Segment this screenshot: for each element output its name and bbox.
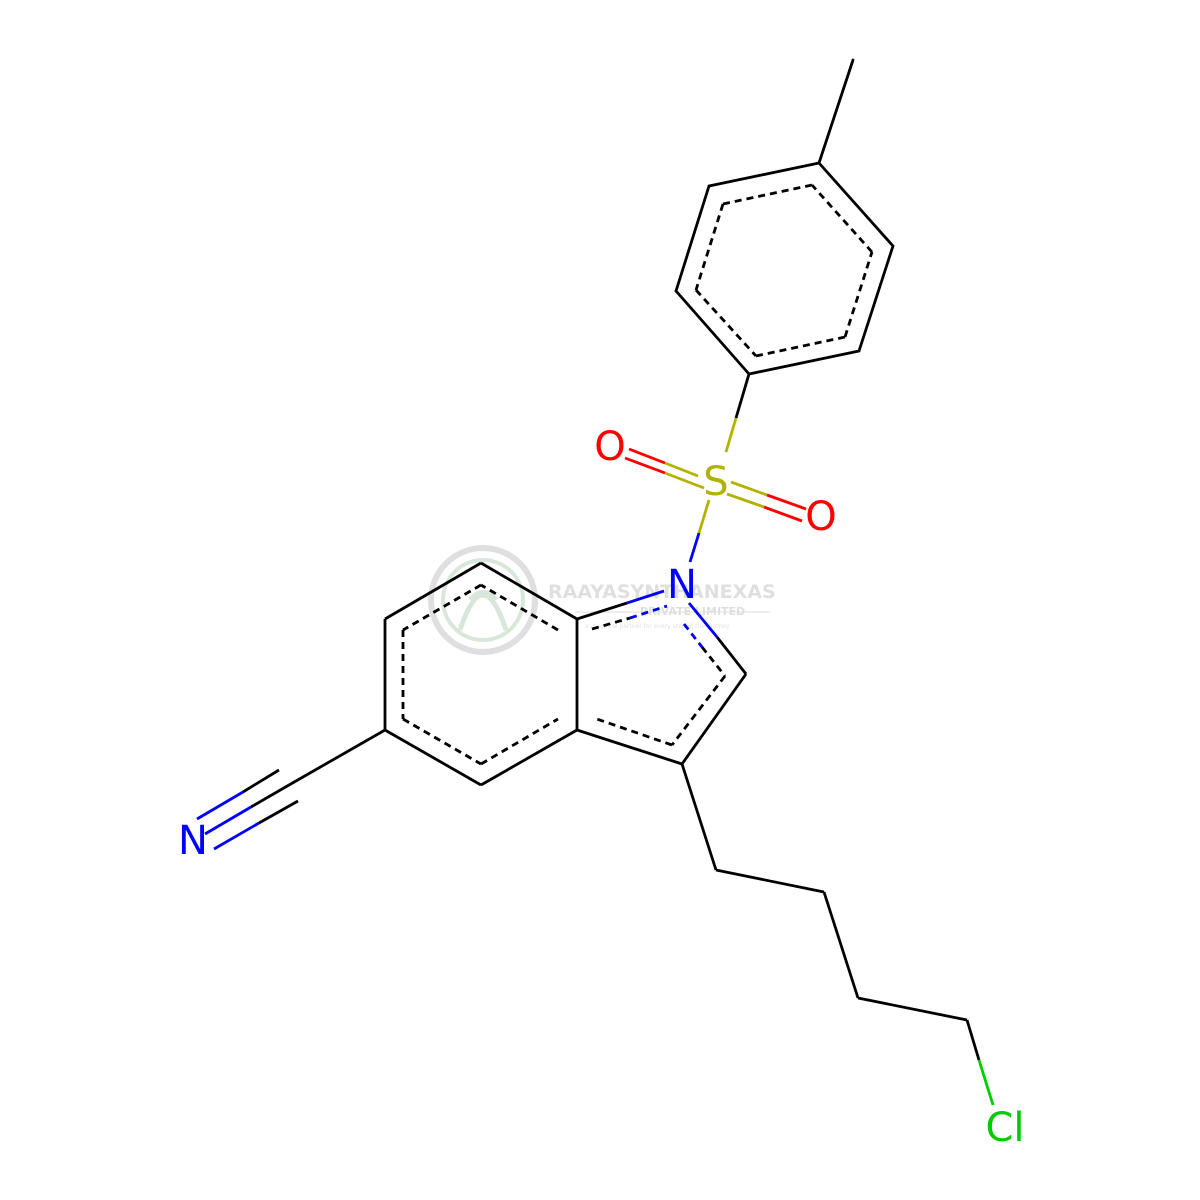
bonds — [674, 58, 895, 376]
bond-C-Cl — [977, 1059, 995, 1106]
bond-S-O2 — [726, 480, 807, 523]
bond-tolyl-5 — [857, 244, 895, 353]
bond-aryl-S-black — [734, 373, 751, 419]
bond-nitrile-triple — [196, 768, 299, 851]
indole-benzene-aromatic — [401, 583, 559, 766]
bond-S-O1 — [624, 447, 705, 490]
bond-tolyl-arom-2 — [694, 203, 725, 291]
indole-pyrrole-aromatic — [591, 604, 727, 747]
bond-tolyl-6 — [817, 161, 895, 248]
bond-tolyl-2 — [674, 184, 711, 293]
bond-aryl-S-yellow — [724, 417, 738, 453]
bond-tolyl-arom-4 — [755, 335, 846, 358]
atom-label-oxygen-left: O — [594, 424, 625, 470]
indole-benzene — [383, 561, 579, 787]
watermark-subtitle: PRIVATE LIMITED — [640, 605, 745, 618]
bond-tolyl-arom-5 — [843, 251, 874, 338]
tolyl-aromatic — [694, 183, 874, 358]
bond-ring-nitrileC — [288, 728, 386, 787]
bond-tolyl-arom-6 — [810, 184, 874, 253]
atom-label-nitrile-N: N — [178, 818, 208, 864]
bond-S-N-blue — [688, 532, 701, 563]
bond-tolyl-arom-1 — [722, 183, 813, 206]
bond-methyl — [817, 58, 855, 165]
atom-label-oxygen-right: O — [805, 494, 836, 540]
watermark-logo-outer — [428, 545, 538, 655]
bond-tolyl-1 — [707, 161, 821, 188]
bond-tolyl-3 — [674, 289, 751, 376]
chlorobutyl-chain — [680, 763, 981, 1061]
bond-tolyl-arom-3 — [694, 289, 758, 357]
watermark-logo-mark — [457, 590, 509, 631]
watermark-logo-inner — [441, 558, 525, 642]
atom-label-indole-N: N — [667, 562, 697, 608]
watermark-tagline: a chemical partner for every step of the… — [585, 623, 730, 630]
bond-tolyl-4 — [747, 349, 861, 376]
bond-S-N-yellow — [697, 499, 711, 534]
indole-pyrrole — [576, 589, 748, 766]
atom-label-chlorine: Cl — [985, 1105, 1024, 1151]
atom-label-sulfur: S — [703, 459, 728, 505]
